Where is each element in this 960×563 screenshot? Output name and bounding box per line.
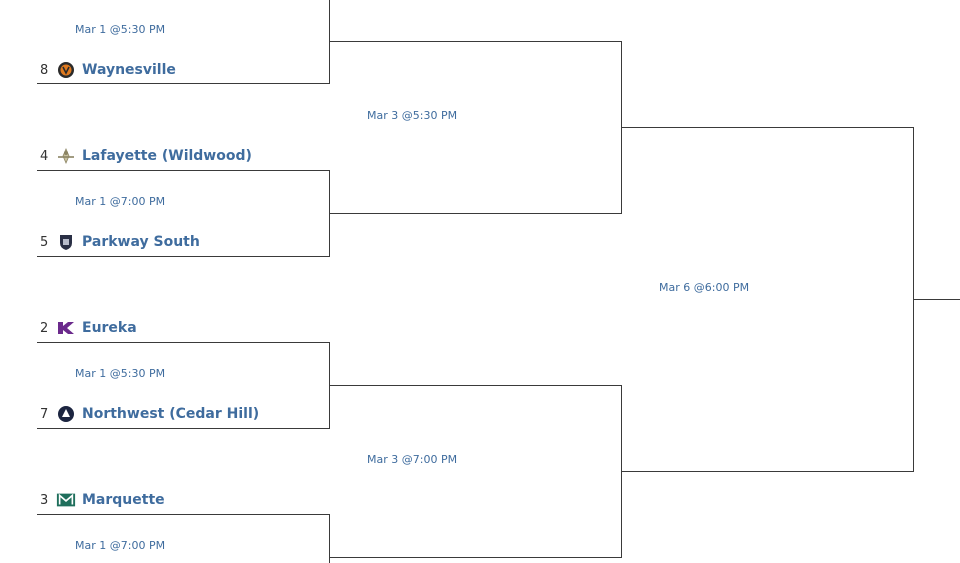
team-seed: 3	[40, 492, 49, 508]
bracket-line	[329, 41, 622, 42]
game-date: Mar 3 @7:00 PM	[367, 453, 458, 466]
bracket-line	[329, 385, 622, 386]
game-date: Mar 3 @5:30 PM	[367, 109, 458, 122]
team-seed: 2	[40, 320, 49, 336]
team-row: 3 Marquette	[40, 490, 165, 510]
team-seed: 7	[40, 406, 49, 422]
team-name-link[interactable]: Marquette	[82, 492, 165, 508]
game-date: Mar 6 @6:00 PM	[659, 281, 750, 294]
team-seed: 4	[40, 148, 49, 164]
marquette-logo-icon	[56, 490, 76, 510]
team-seed: 5	[40, 234, 49, 250]
team-row: 2 Eureka	[40, 318, 137, 338]
bracket-line	[37, 342, 330, 343]
bracket-line	[329, 557, 622, 558]
waynesville-logo-icon	[56, 60, 76, 80]
bracket-line	[329, 213, 622, 214]
bracket-line	[37, 256, 330, 257]
bracket-connector	[329, 0, 330, 84]
parkway-south-logo-icon	[56, 232, 76, 252]
team-row: 4 Lafayette (Wildwood)	[40, 146, 252, 166]
team-row: 7 Northwest (Cedar Hill)	[40, 404, 259, 424]
lafayette-logo-icon	[56, 146, 76, 166]
bracket-line	[37, 428, 330, 429]
team-name-link[interactable]: Lafayette (Wildwood)	[82, 148, 252, 164]
bracket-line	[913, 299, 960, 300]
team-name-link[interactable]: Northwest (Cedar Hill)	[82, 406, 260, 422]
team-name-link[interactable]: Waynesville	[82, 62, 176, 78]
bracket-line	[621, 471, 914, 472]
game-date: Mar 1 @7:00 PM	[75, 195, 166, 208]
team-row: 5 Parkway South	[40, 232, 200, 252]
game-date: Mar 1 @7:00 PM	[75, 539, 166, 552]
bracket-line	[37, 170, 330, 171]
team-row: 8 Waynesville	[40, 60, 176, 80]
team-seed: 8	[40, 62, 49, 78]
team-name-link[interactable]: Parkway South	[82, 234, 200, 250]
eureka-logo-icon	[56, 318, 76, 338]
game-date: Mar 1 @5:30 PM	[75, 23, 166, 36]
bracket-line	[37, 514, 330, 515]
game-date: Mar 1 @5:30 PM	[75, 367, 166, 380]
team-name-link[interactable]: Eureka	[82, 320, 137, 336]
bracket-line	[37, 83, 330, 84]
northwest-logo-icon	[56, 404, 76, 424]
bracket-connector	[329, 514, 330, 563]
bracket-line	[621, 127, 914, 128]
